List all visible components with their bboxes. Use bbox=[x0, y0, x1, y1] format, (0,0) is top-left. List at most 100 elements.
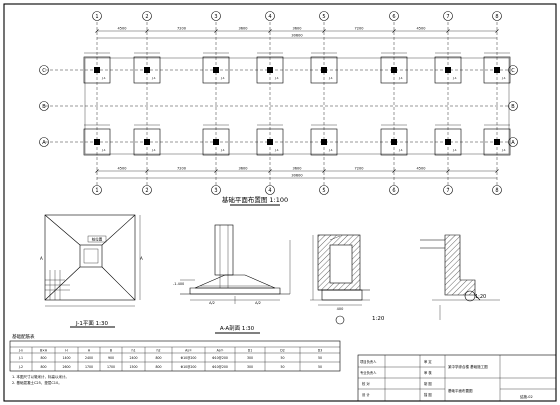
footing bbox=[133, 56, 161, 84]
column bbox=[391, 67, 397, 73]
axis-bubble-4 bbox=[265, 11, 275, 21]
tb-label-3: 校 对 bbox=[362, 381, 370, 386]
table-note-1: 1. 本图尺寸以毫米计，标高以米计。 bbox=[12, 374, 69, 379]
dim-tick bbox=[95, 169, 99, 173]
top-dim-text: 7200 bbox=[355, 27, 364, 31]
footing-tag: J-1 bbox=[151, 76, 156, 80]
footing-tag: J-1 bbox=[398, 148, 403, 152]
tb-label-6: 审 核 bbox=[424, 370, 432, 375]
svg-text:A/2: A/2 bbox=[255, 301, 261, 305]
axis-letter: A bbox=[511, 140, 515, 146]
footing-tag: J-1 bbox=[452, 76, 457, 80]
axis-number: 3 bbox=[214, 14, 217, 20]
axis-number: 2 bbox=[145, 14, 148, 20]
axis-bubble-7 bbox=[443, 11, 453, 21]
top-dim-total: 30600 bbox=[291, 34, 302, 38]
footing bbox=[202, 128, 230, 156]
section-mark-a-right: A bbox=[140, 256, 143, 261]
footing-tag: J-1 bbox=[328, 148, 333, 152]
table-header: h2 bbox=[156, 349, 160, 353]
axis-number: 4 bbox=[268, 188, 271, 194]
tb-label-5: 审 定 bbox=[424, 359, 432, 364]
footing bbox=[133, 128, 161, 156]
dim-tick bbox=[446, 169, 450, 173]
bottom-dim-text: 4500 bbox=[118, 167, 127, 171]
axis-bubble-B bbox=[508, 101, 518, 111]
column bbox=[494, 67, 500, 73]
footing bbox=[434, 56, 462, 84]
footing-tag: J-1 bbox=[220, 76, 225, 80]
table-cell: 2600 bbox=[62, 365, 70, 369]
table-header: B×A bbox=[40, 349, 48, 353]
footing bbox=[83, 56, 111, 84]
footing-tag: J-1 bbox=[151, 148, 156, 152]
detail-plan-j1: 桩位置 J-1平面 1:30 A A bbox=[40, 214, 143, 328]
axis-number: 2 bbox=[145, 188, 148, 194]
table-cell: 300 bbox=[247, 365, 253, 369]
axis-bubble-A bbox=[39, 137, 49, 147]
table-cell: 1400 bbox=[62, 356, 70, 360]
column bbox=[391, 139, 397, 145]
top-dim-text: 4500 bbox=[417, 27, 426, 31]
table-header: As② bbox=[217, 349, 224, 353]
tb-label-4: 设 计 bbox=[362, 392, 370, 397]
footing bbox=[310, 128, 338, 156]
tb-sheet: 基础平面布置图 bbox=[448, 388, 473, 393]
outer-frame bbox=[3, 3, 557, 402]
table-cell: 1700 bbox=[107, 365, 115, 369]
footing-tag: J-1 bbox=[274, 148, 279, 152]
axis-bubble-8 bbox=[492, 185, 502, 195]
column bbox=[94, 67, 100, 73]
table-cell: 800 bbox=[155, 356, 161, 360]
column bbox=[321, 67, 327, 73]
footing-tag: J-1 bbox=[501, 148, 506, 152]
table-cell: 2400 bbox=[129, 356, 137, 360]
footing-tag: J-1 bbox=[452, 148, 457, 152]
plan-title: 基础平面布置图 1:100 bbox=[222, 195, 288, 204]
footing-tag: J-1 bbox=[398, 76, 403, 80]
column bbox=[213, 139, 219, 145]
axis-bubble-6 bbox=[389, 11, 399, 21]
footing-tag: J-1 bbox=[101, 148, 106, 152]
dim-tick bbox=[145, 29, 149, 33]
dim-tick bbox=[495, 169, 499, 173]
table-cell: 300 bbox=[247, 356, 253, 360]
plan-outline bbox=[84, 57, 510, 155]
tb-label-1: 项目负责人 bbox=[360, 359, 377, 364]
axis-number: 1 bbox=[95, 14, 98, 20]
axis-bubble-B bbox=[39, 101, 49, 111]
axis-bubble-A bbox=[508, 137, 518, 147]
axis-bubble-5 bbox=[319, 185, 329, 195]
top-dim-text: 7200 bbox=[177, 27, 186, 31]
footing bbox=[256, 56, 284, 84]
dim-tick bbox=[446, 29, 450, 33]
dim-tick bbox=[214, 169, 218, 173]
column bbox=[94, 139, 100, 145]
table-header: D3 bbox=[318, 349, 322, 353]
title-block: 项目负责人 专业负责人 校 对 设 计 审 定 审 核 制 图 描 图 某中学综… bbox=[357, 354, 557, 402]
table-cell: 1700 bbox=[85, 365, 93, 369]
dim-tick bbox=[495, 29, 499, 33]
table-cell: Φ10@200 bbox=[212, 365, 228, 369]
bottom-dim-text: 3600 bbox=[239, 167, 248, 171]
axis-letter: B bbox=[511, 104, 515, 110]
tb-label-8: 描 图 bbox=[424, 392, 432, 397]
footing bbox=[434, 128, 462, 156]
axis-number: 7 bbox=[446, 14, 449, 20]
dim-tick bbox=[322, 169, 326, 173]
footing-tag: J-1 bbox=[328, 76, 333, 80]
axis-number: 5 bbox=[322, 188, 325, 194]
table-cell: 800 bbox=[40, 356, 46, 360]
axis-number: 3 bbox=[214, 188, 217, 194]
footing-tag: J-1 bbox=[220, 148, 225, 152]
dim-tick bbox=[145, 169, 149, 173]
footing bbox=[83, 128, 111, 156]
axis-number: 6 bbox=[392, 14, 395, 20]
footing bbox=[380, 56, 408, 84]
axis-bubble-1 bbox=[92, 185, 102, 195]
table-cell: 50 bbox=[280, 356, 284, 360]
axis-number: 8 bbox=[495, 188, 498, 194]
table-header: As① bbox=[185, 349, 192, 353]
table-header: h1 bbox=[131, 349, 135, 353]
